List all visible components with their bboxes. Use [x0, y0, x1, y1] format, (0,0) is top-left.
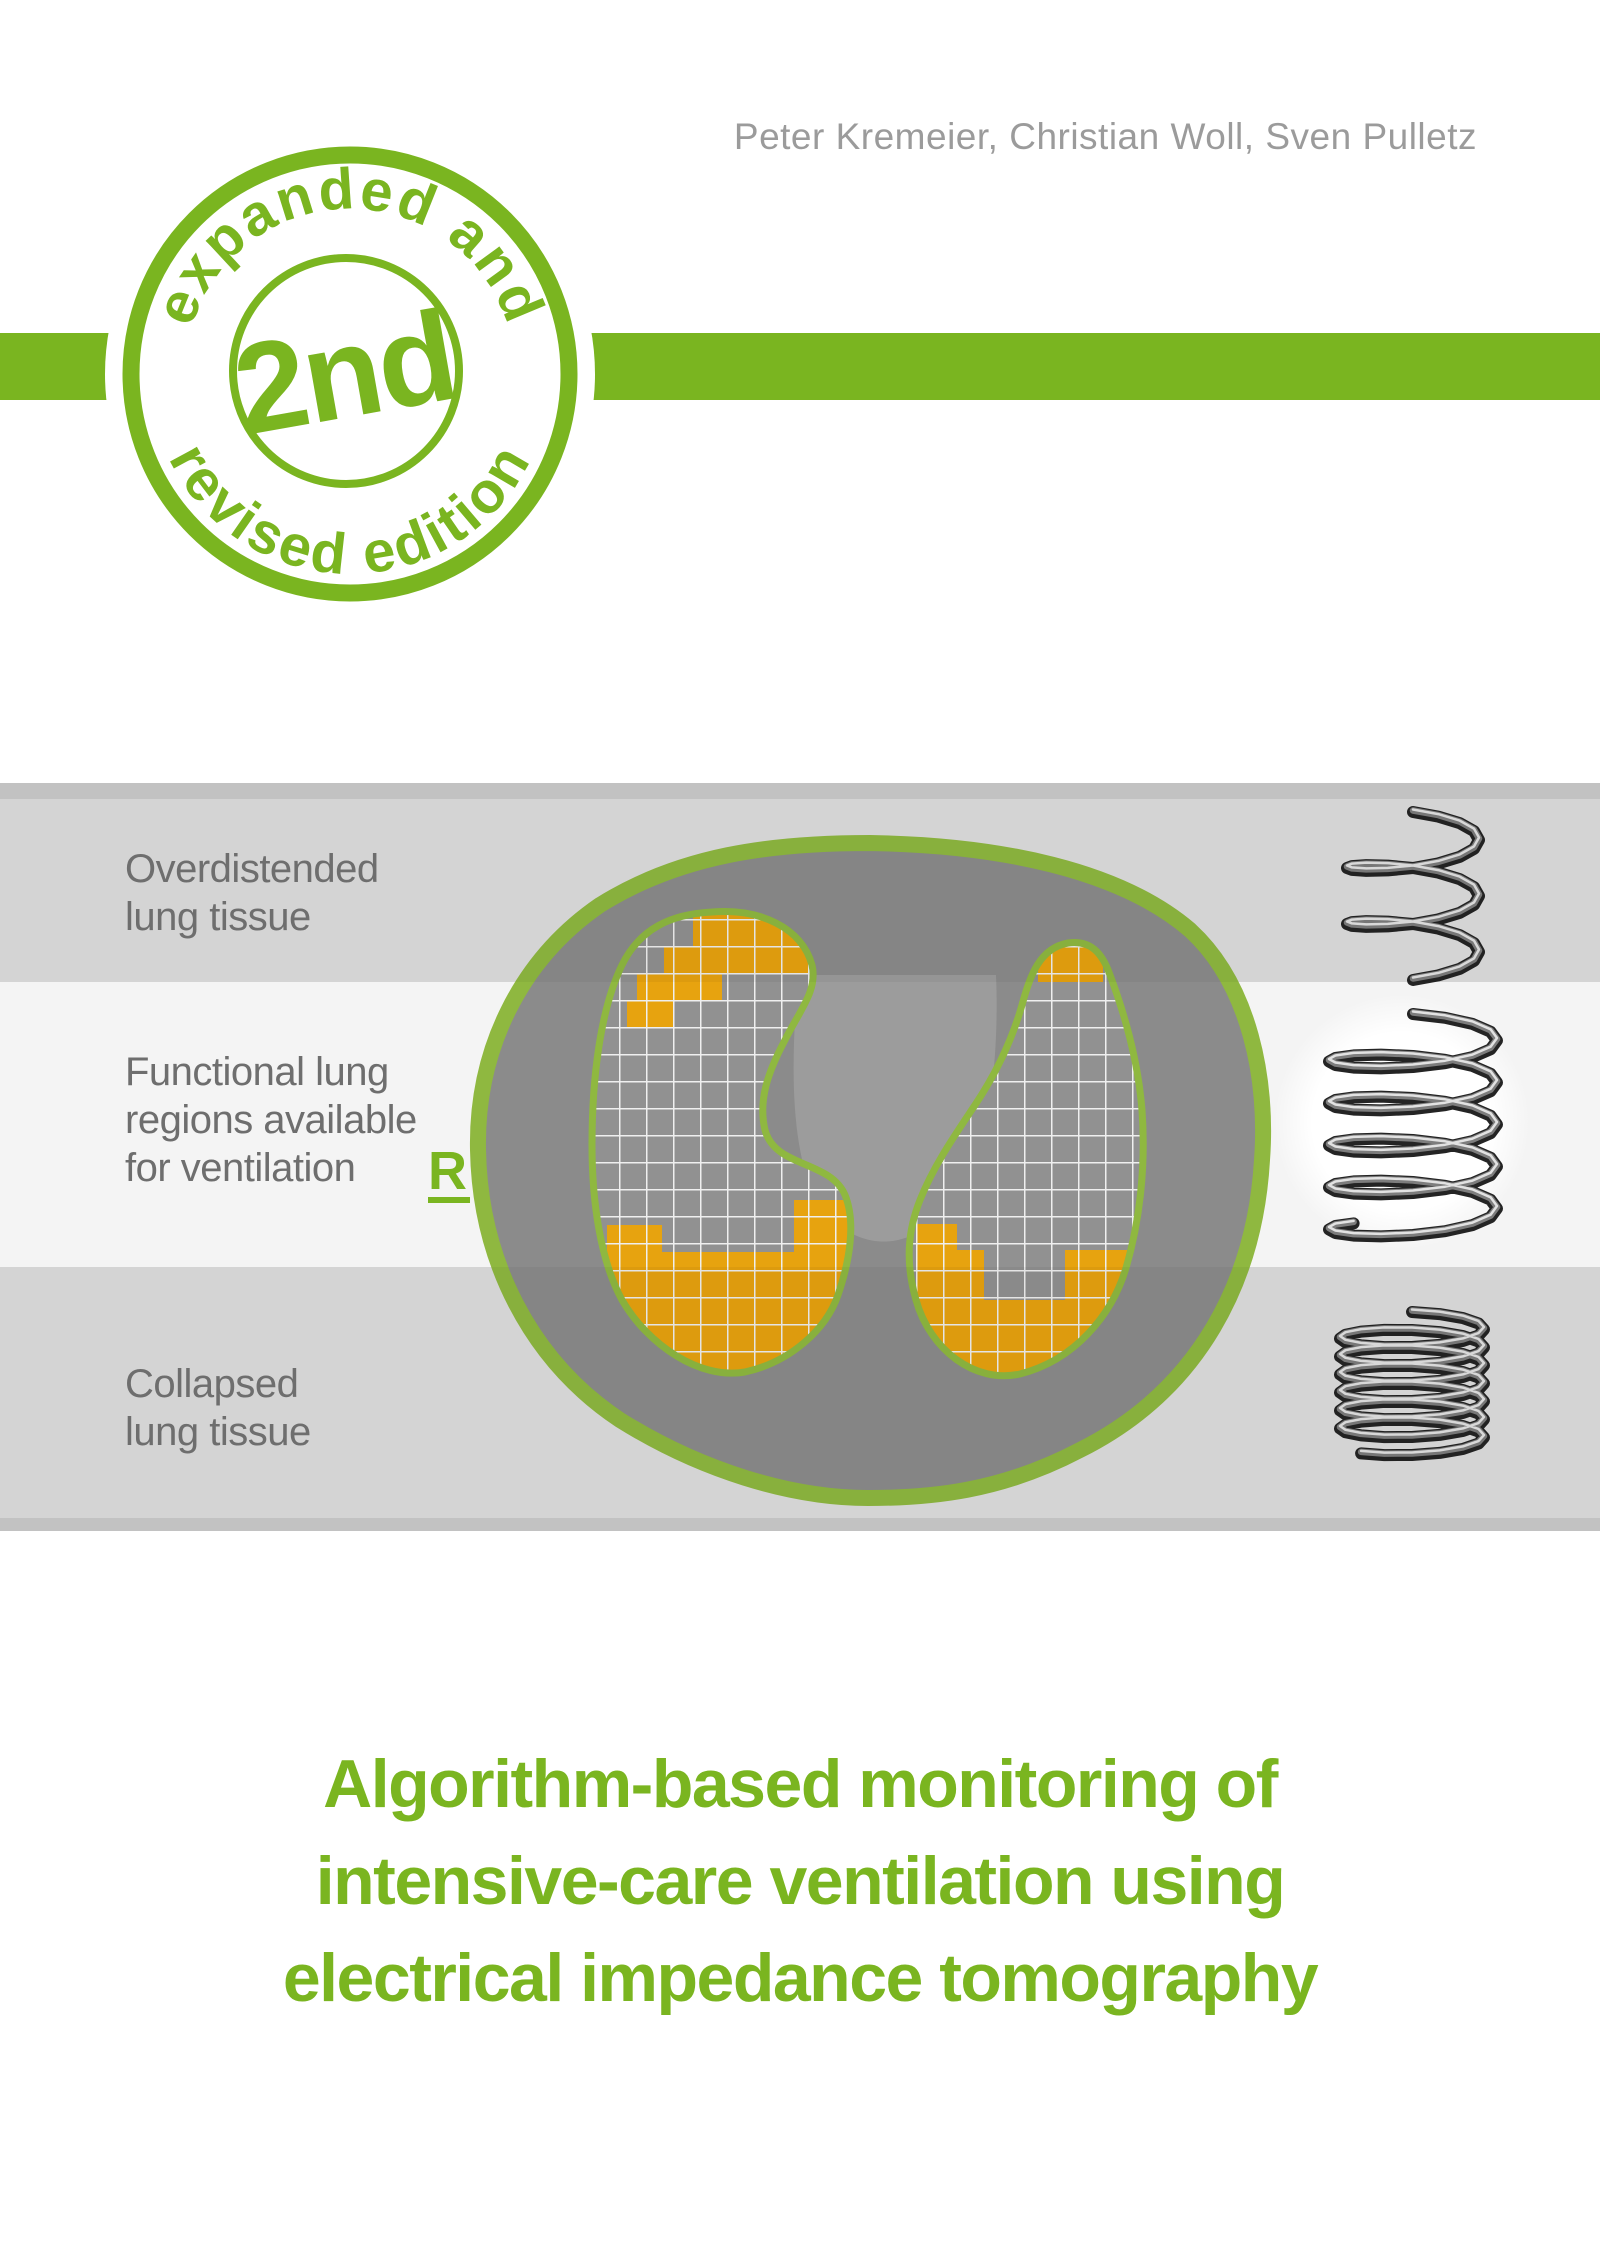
top-band-shade: [0, 783, 1600, 982]
thorax-cross-section: [469, 834, 1272, 1507]
band-bottom-edge: [0, 1518, 1600, 1531]
title-line-3: electrical impedance tomography: [282, 1940, 1319, 2016]
right-side-marker-underline: [428, 1197, 470, 1203]
book-title: Algorithm-based monitoring of intensive-…: [0, 1736, 1600, 2027]
title-line-2: intensive-care ventilation using: [315, 1843, 1286, 1919]
lung-diagram: [0, 783, 1600, 1531]
label-functional-lung-regions: Functional lung regions available for ve…: [125, 1050, 417, 1190]
compressed-spring-icon: [1334, 1306, 1490, 1462]
right-lung-outline: [905, 939, 1147, 1380]
stretched-spring-icon: [1341, 806, 1485, 986]
left-lung-outline: [588, 907, 855, 1377]
right-side-marker: R: [428, 1141, 467, 1201]
badge-inner-ring: [229, 254, 463, 488]
edition-badge: expanded and revised edition 2nd: [105, 129, 595, 619]
band-top-edge: [0, 783, 1600, 799]
author-line: Peter Kremeier, Christian Woll, Sven Pul…: [733, 116, 1477, 157]
bottom-band-shade: [0, 1267, 1600, 1531]
title-line-1: Algorithm-based monitoring of: [323, 1746, 1278, 1822]
label-overdistended-lung-tissue: Overdistended lung tissue: [125, 847, 379, 939]
expanded-spring-icon: [1323, 1008, 1503, 1243]
label-collapsed-lung-tissue: Collapsed lung tissue: [125, 1362, 311, 1454]
